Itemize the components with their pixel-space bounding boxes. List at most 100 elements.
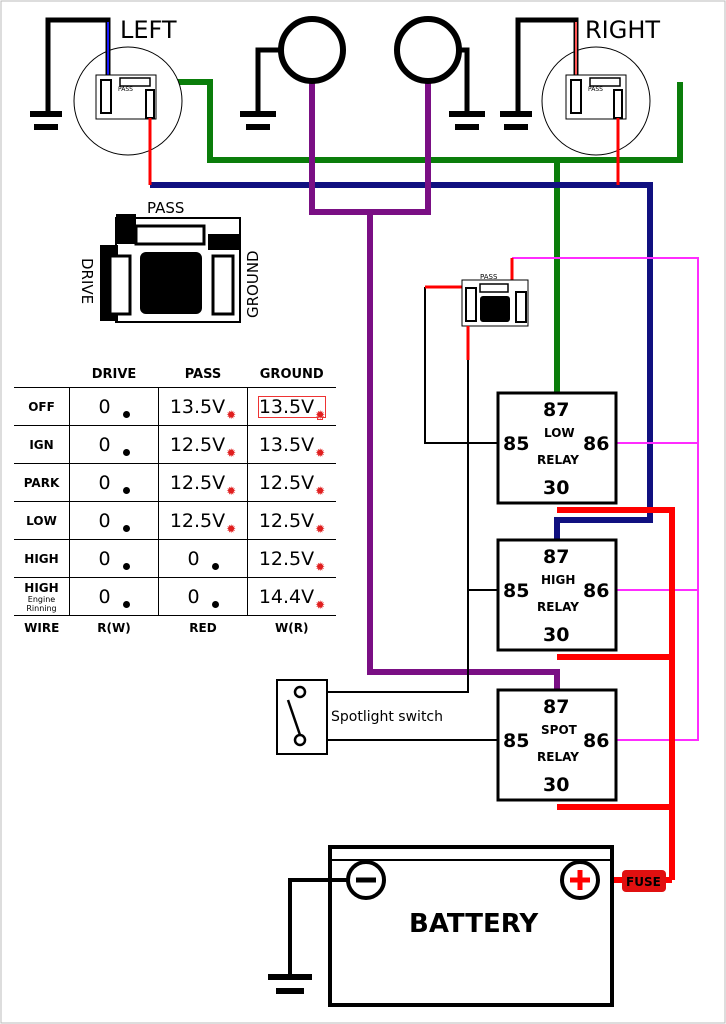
- footer-pass: RED: [189, 621, 217, 635]
- relay-pin-87: 87: [543, 546, 569, 568]
- voltage-star-icon: ✹: [226, 407, 237, 422]
- relay-sub: RELAY: [537, 453, 579, 467]
- table-corner: [14, 362, 70, 388]
- ground-value: 12.5V: [258, 471, 315, 494]
- pass-value: 12.5V: [169, 433, 226, 456]
- fuse-label: FUSE: [626, 875, 661, 889]
- pass-value: 12.5V: [169, 471, 226, 494]
- small-pass-label: PASS: [480, 273, 498, 281]
- relay-name: HIGH: [541, 573, 575, 587]
- spotlight-switch-label: Spotlight switch: [331, 709, 443, 725]
- relay-pin-85: 85: [503, 433, 529, 455]
- row-label: HIGH: [24, 551, 59, 566]
- battery: [268, 845, 614, 1007]
- row-label: PARK: [23, 475, 60, 490]
- row-label: OFF: [28, 399, 55, 414]
- ground-value: 13.5V: [258, 395, 315, 418]
- spot-lamp-left: [240, 16, 346, 130]
- relay-pin-30: 30: [543, 477, 569, 499]
- table-row: PARK 0 12.5V✹ 12.5V✹: [14, 463, 336, 502]
- fuse: [622, 870, 666, 892]
- footer-drive: R(W): [97, 621, 131, 635]
- connector-detail: [100, 214, 241, 323]
- connector-drive-label: DRIVE: [78, 258, 96, 304]
- drive-value: 0: [98, 547, 111, 570]
- relay-pin-85: 85: [503, 730, 529, 752]
- ground-value: 14.4V: [258, 585, 315, 608]
- relay-pin-86: 86: [583, 730, 609, 752]
- header-ground: GROUND: [259, 367, 324, 382]
- left-headlight: [30, 17, 183, 185]
- relay-name: SPOT: [541, 723, 578, 737]
- zero-dot-icon: [211, 600, 219, 608]
- zero-dot-icon: [122, 524, 130, 532]
- ground-value: 12.5V: [258, 547, 315, 570]
- zero-dot-icon: [122, 600, 130, 608]
- drive-value: 0: [98, 509, 111, 532]
- right-headlight: [500, 17, 651, 185]
- relay-pin-87: 87: [543, 399, 569, 421]
- zero-dot-icon: [122, 486, 130, 494]
- table-footer: WIRE R(W) RED W(R): [14, 616, 336, 641]
- voltage-star-icon: ✹: [226, 445, 237, 460]
- zero-dot-icon: [122, 562, 130, 570]
- row-label: HIGH: [24, 580, 59, 595]
- pass-value: 0: [187, 585, 200, 608]
- voltage-star-icon: ✹: [226, 521, 237, 536]
- footer-label: WIRE: [24, 621, 60, 635]
- voltage-star-icon: ✹: [315, 559, 326, 574]
- small-connector: [425, 258, 529, 360]
- row-sublabel: Engine Rinning: [26, 594, 57, 613]
- pass-value: 12.5V: [169, 509, 226, 532]
- ground-value: 13.5V: [258, 433, 315, 456]
- spotlight-switch[interactable]: [276, 679, 328, 755]
- zero-dot-icon: [122, 448, 130, 456]
- right-headlight-label: RIGHT: [585, 16, 660, 44]
- relay-name: LOW: [544, 426, 575, 440]
- relay-pin-86: 86: [583, 580, 609, 602]
- relay-high: [496, 538, 618, 652]
- battery-label: BATTERY: [409, 909, 539, 939]
- relay-pin-86: 86: [583, 433, 609, 455]
- relay-sub: RELAY: [537, 600, 579, 614]
- zero-dot-icon: [211, 562, 219, 570]
- drive-value: 0: [98, 395, 111, 418]
- pass-value: 13.5V: [169, 395, 226, 418]
- right-pass-label: PASS: [588, 86, 603, 93]
- drive-value: 0: [98, 585, 111, 608]
- drive-value: 0: [98, 471, 111, 494]
- relay-low: [496, 391, 618, 505]
- green-wire-bus: [152, 79, 683, 163]
- pass-value: 0: [187, 547, 200, 570]
- voltage-star-icon: ✹: [315, 597, 326, 612]
- drive-value: 0: [98, 433, 111, 456]
- header-pass: PASS: [184, 367, 222, 382]
- relay-pin-87: 87: [543, 696, 569, 718]
- relay-pin-30: 30: [543, 774, 569, 796]
- purple-wire-spot-lamps: [309, 82, 431, 215]
- red-power-bus: [557, 507, 675, 880]
- left-pass-label: PASS: [118, 86, 133, 93]
- connector-pass-label: PASS: [147, 199, 184, 217]
- relay-spot: [496, 688, 618, 802]
- ground-value: 12.5V: [258, 509, 315, 532]
- voltage-star-icon: ✹: [315, 521, 326, 536]
- relay-pin-30: 30: [543, 624, 569, 646]
- footer-ground: W(R): [275, 621, 309, 635]
- voltage-star-icon: ✹: [315, 483, 326, 498]
- table-row: OFF 0 13.5V✹ 13.5V✹: [14, 387, 336, 426]
- left-headlight-label: LEFT: [120, 16, 177, 44]
- row-label: IGN: [29, 437, 54, 452]
- row-label: LOW: [26, 513, 57, 528]
- table-row: IGN 0 12.5V✹ 13.5V✹: [14, 425, 336, 464]
- black-wire-low-85: [424, 287, 498, 444]
- magenta-wire: [512, 257, 699, 741]
- connector-ground-label: GROUND: [244, 250, 262, 318]
- voltage-star-icon: ✹: [315, 445, 326, 460]
- voltage-star-icon: ✹: [315, 407, 326, 422]
- voltage-star-icon: ✹: [226, 483, 237, 498]
- relay-sub: RELAY: [537, 750, 579, 764]
